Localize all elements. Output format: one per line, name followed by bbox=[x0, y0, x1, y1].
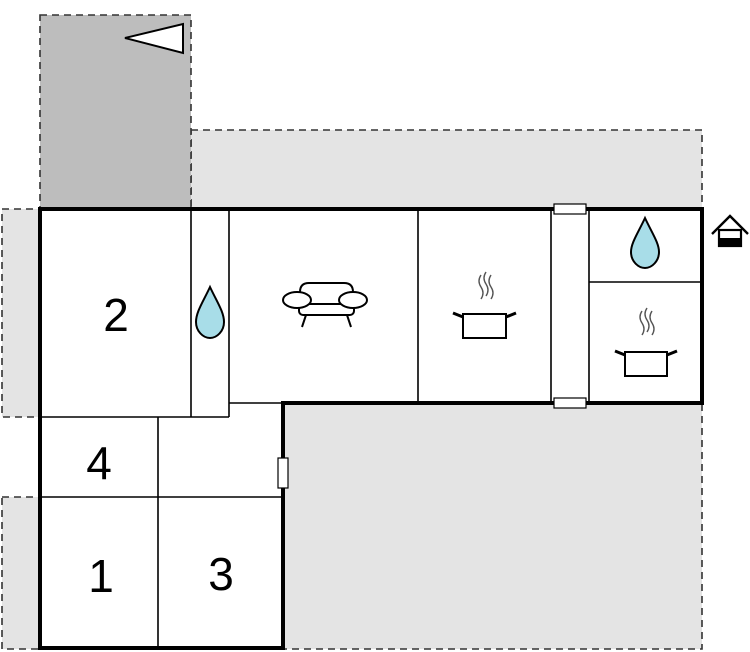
terrace-left-lower bbox=[1, 496, 41, 650]
water-drop-icon bbox=[629, 215, 661, 270]
terrace-right bbox=[282, 402, 703, 650]
water-drop-icon bbox=[194, 284, 226, 340]
inner-walls bbox=[40, 209, 702, 648]
room-label-3: 3 bbox=[208, 548, 234, 600]
triangle-pointer-icon bbox=[124, 22, 184, 55]
terrace-left-upper bbox=[1, 208, 41, 418]
house-entrance-icon bbox=[711, 214, 749, 248]
outer-walls bbox=[38, 207, 704, 650]
door-marker bbox=[277, 457, 289, 489]
room-label-1: 1 bbox=[88, 550, 114, 602]
door-marker bbox=[553, 203, 587, 215]
cooking-pot-icon bbox=[614, 307, 678, 377]
cooking-pot-icon bbox=[452, 271, 517, 339]
sofa-icon bbox=[282, 282, 368, 328]
terrace-back bbox=[190, 129, 703, 210]
room-label-4: 4 bbox=[86, 437, 112, 489]
door-marker bbox=[553, 397, 587, 409]
room-label-2: 2 bbox=[103, 289, 129, 341]
